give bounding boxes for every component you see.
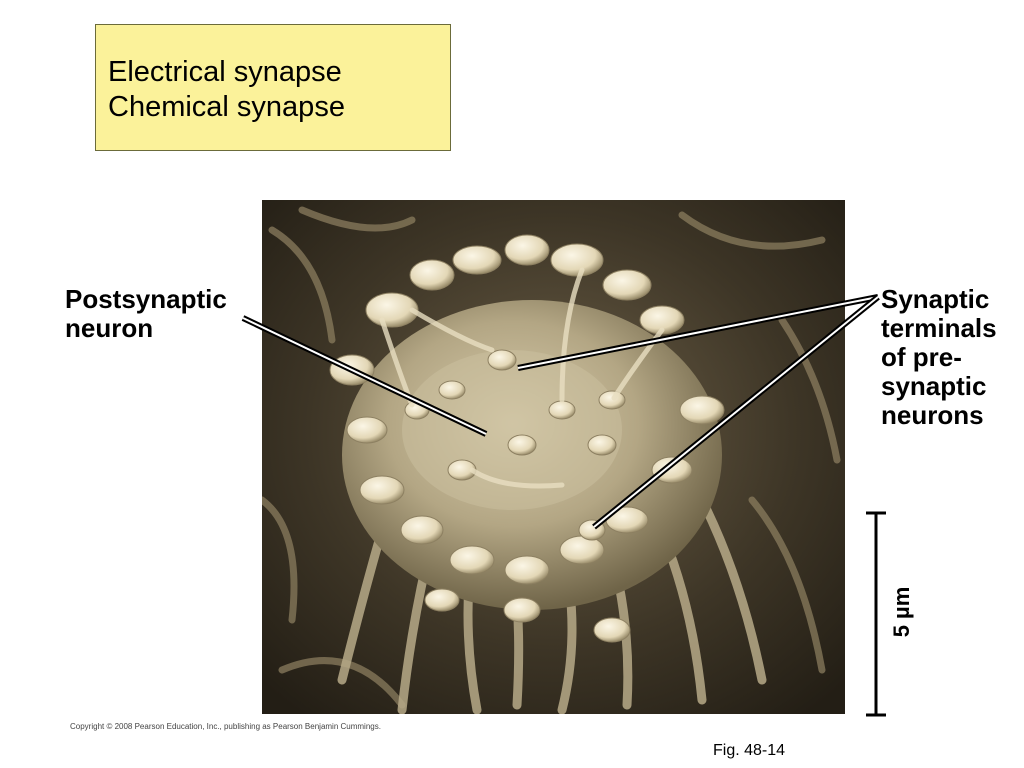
copyright-text: Copyright © 2008 Pearson Education, Inc.…: [70, 722, 381, 731]
terminals-label-line: synaptic: [881, 371, 987, 401]
terminal-leader-line: [592, 294, 880, 530]
terminals-label-line: of pre-: [881, 342, 962, 372]
figure-number: Fig. 48-14: [713, 742, 786, 759]
synaptic-terminals-label: Synaptic terminals of pre- synaptic neur…: [881, 285, 997, 430]
title-line-electrical-synapse: Electrical synapse: [108, 56, 342, 88]
terminals-label-line: neurons: [881, 400, 984, 430]
terminal-leader-line: [517, 294, 879, 371]
terminals-label-line: terminals: [881, 313, 997, 343]
terminals-label-line: Synaptic: [881, 284, 990, 314]
title-box: Electrical synapse Chemical synapse: [95, 24, 451, 151]
postsynaptic-neuron-label: Postsynaptic neuron: [65, 285, 227, 343]
postsynaptic-label-line: Postsynaptic: [65, 284, 227, 314]
title-line-chemical-synapse: Chemical synapse: [108, 91, 345, 123]
micrograph-image: [262, 200, 845, 714]
scale-bar-text: 5 µm: [889, 586, 914, 638]
postsynaptic-leader-line: [241, 315, 488, 437]
postsynaptic-label-line: neuron: [65, 313, 154, 343]
scale-bar: [866, 511, 886, 717]
